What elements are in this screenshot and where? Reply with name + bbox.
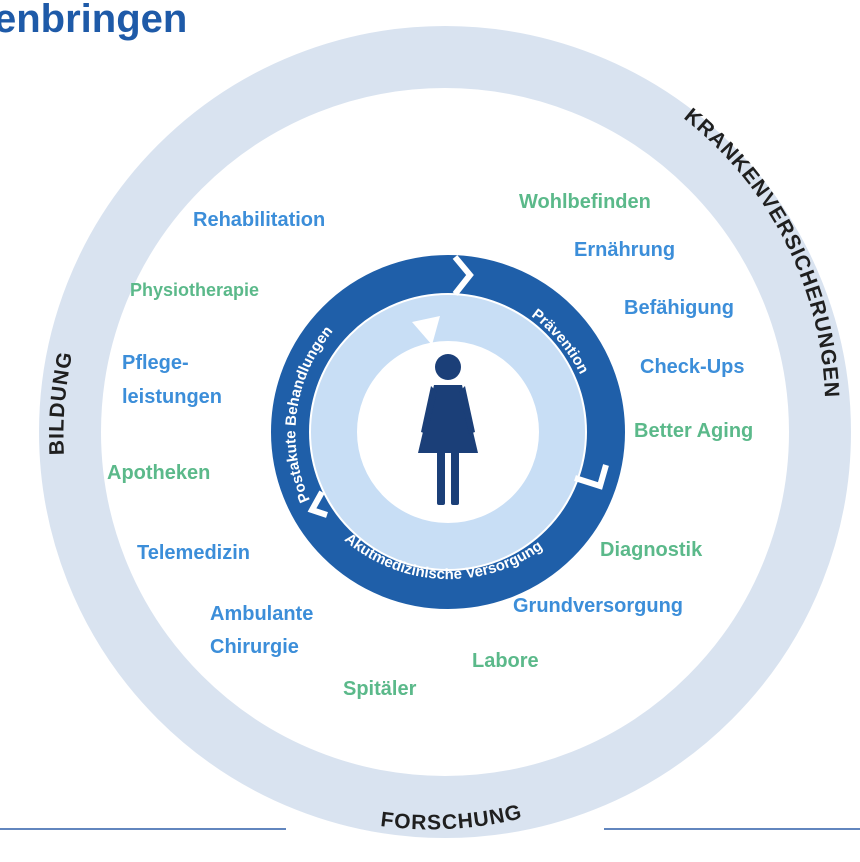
service-label: Pflege- [122, 352, 189, 374]
service-label: Ernährung [574, 239, 675, 261]
service-label: Check-Ups [640, 356, 744, 378]
service-label: Better Aging [634, 420, 753, 442]
woman-icon [418, 354, 478, 505]
outer-ring [39, 26, 851, 838]
service-label: Spitäler [343, 678, 417, 700]
service-label: Rehabilitation [193, 209, 325, 231]
page-title: enbringen [0, 0, 187, 41]
service-label: Grundversorgung [513, 595, 683, 617]
service-label: Chirurgie [210, 636, 299, 658]
service-label: Befähigung [624, 297, 734, 319]
service-label: Apotheken [107, 462, 210, 484]
service-label: Physiotherapie [130, 280, 259, 300]
service-label: Diagnostik [600, 539, 703, 561]
service-label: leistungen [122, 386, 222, 408]
service-label: Telemedizin [137, 542, 250, 564]
service-labels: Wohlbefinden Ernährung Befähigung Check-… [107, 191, 753, 700]
service-label: Labore [472, 650, 539, 672]
service-label: Wohlbefinden [519, 191, 651, 213]
cycle-band [271, 255, 625, 609]
service-label: Ambulante [210, 603, 313, 625]
inner-ring [311, 295, 585, 569]
